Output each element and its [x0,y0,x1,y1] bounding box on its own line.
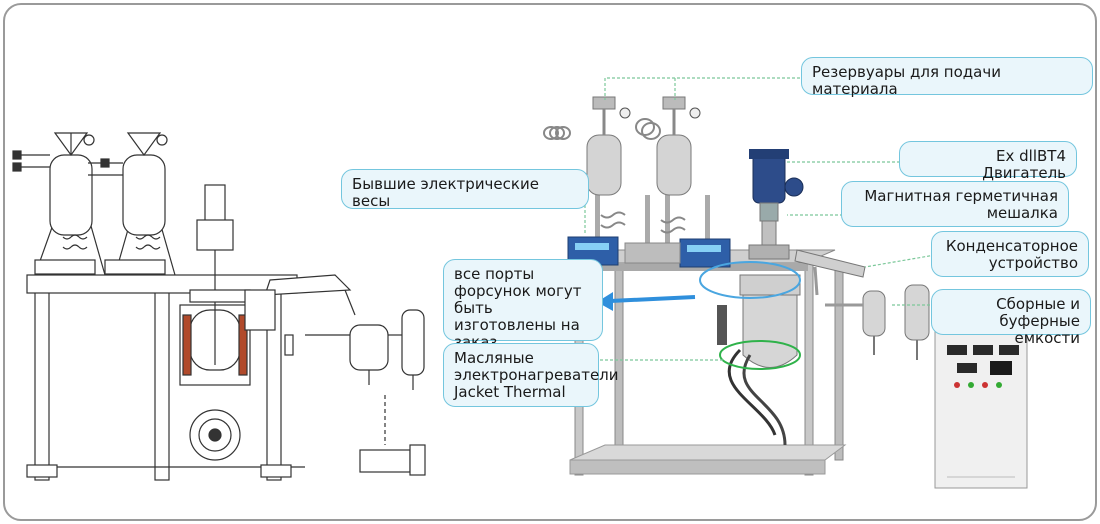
callout-motor-text: Ex dllBT4 Двигатель [982,147,1066,182]
ports-arrow [609,295,696,303]
callout-magnetic-stirrer: Магнитная герметичная мешалка [841,181,1069,227]
callout-scales: Бывшие электрические весы [341,169,589,210]
callout-collection-buffer-text: Сборные и буферные емкости [996,295,1080,347]
callout-feed-tanks-text: Резервуары для подачи материала [812,63,1001,98]
heater-highlight-ellipse [719,340,801,370]
reactor-photo [543,96,1028,489]
ports-highlight-ellipse [699,261,801,299]
callout-scales-text: Бывшие электрические весы [352,175,539,210]
callout-condenser-text: Конденсаторное устройство [945,237,1078,272]
callout-magnetic-stirrer-text: Магнитная герметичная мешалка [864,187,1058,222]
callout-ports-text: все порты форсунок могут быть изготовлен… [454,265,582,351]
callout-feed-tanks: Резервуары для подачи материала [801,57,1093,98]
ports-arrowhead [597,292,613,311]
callout-heater-text: Масляные электронагреватели Jacket Therm… [454,349,619,401]
diagram-frame: Резервуары для подачи материала Ex dllBT… [3,3,1097,521]
callout-condenser: Конденсаторное устройство [931,231,1089,277]
callout-ports: все порты форсунок могут быть изготовлен… [443,259,603,351]
callout-collection-buffer: Сборные и буферные емкости [931,289,1091,347]
callout-motor: Ex dllBT4 Двигатель [899,141,1077,182]
reactor-illustration [12,77,1028,489]
callout-heater: Масляные электронагреватели Jacket Therm… [443,343,619,407]
schematic-drawing [12,132,426,481]
